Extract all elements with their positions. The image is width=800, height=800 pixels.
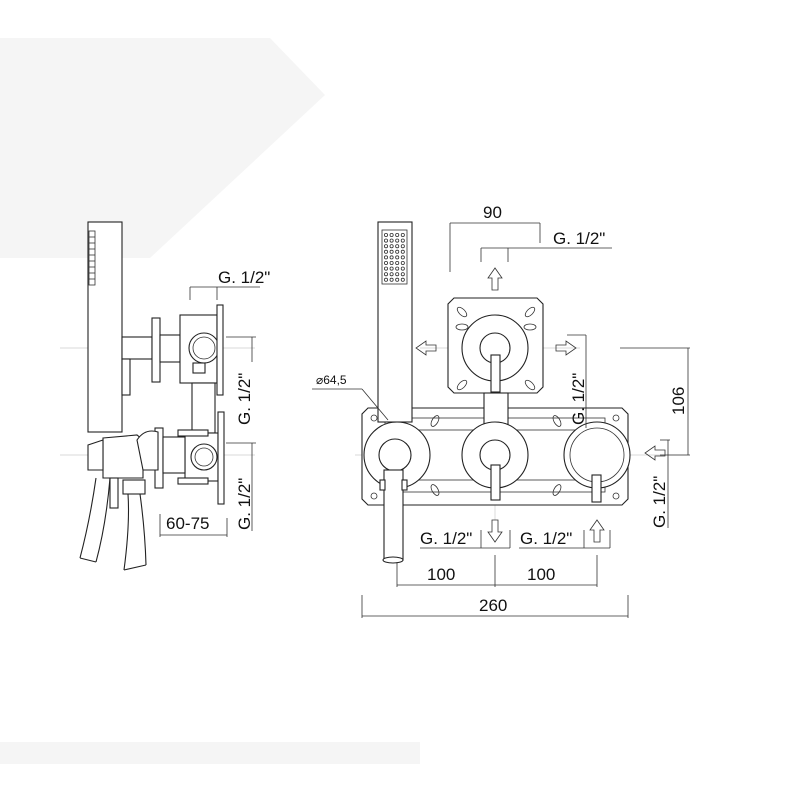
nozzle-dot [400, 272, 405, 277]
nozzle-dot [389, 277, 394, 282]
nozzle-dot [389, 260, 394, 265]
nozzle-dot [395, 249, 400, 254]
diverter-lever [490, 354, 501, 393]
nozzle-dot [395, 238, 400, 243]
nozzle-dot [400, 255, 405, 260]
nozzle-dot [395, 232, 400, 237]
side-connection-lower-label: G. 1/2" [235, 478, 254, 530]
nozzle-dot [395, 266, 400, 271]
nozzle-dot [395, 277, 400, 282]
nozzle-dot [383, 244, 388, 249]
nozzle-dot [400, 266, 405, 271]
front-connection-top-label: G. 1/2" [553, 229, 605, 248]
front-connection-right-lower-label: G. 1/2" [650, 476, 669, 528]
nozzle-dot [389, 272, 394, 277]
nozzle-dot [383, 232, 388, 237]
nozzle-dot [400, 238, 405, 243]
front-width-top-label: 90 [483, 203, 502, 222]
nozzle-dot [383, 238, 388, 243]
front-view [312, 221, 690, 618]
side-view [60, 221, 260, 571]
front-connection-right-upper-label: G. 1/2" [569, 373, 588, 425]
side-depth-range-label: 60-75 [166, 514, 209, 533]
nozzle-dot [389, 249, 394, 254]
nozzle-dot [395, 260, 400, 265]
nozzle-dot [383, 272, 388, 277]
nozzle-dot [400, 260, 405, 265]
front-connection-bottom-right-label: G. 1/2" [520, 529, 572, 548]
shutoff-lever [591, 474, 602, 503]
nozzle-dot [400, 249, 405, 254]
nozzle-dot [389, 266, 394, 271]
side-connection-top-label: G. 1/2" [218, 268, 270, 287]
nozzle-dot [389, 244, 394, 249]
nozzle-dot [395, 255, 400, 260]
spacing-right-label: 100 [527, 565, 555, 584]
background-bar [0, 742, 420, 764]
mixer-lever [490, 464, 501, 501]
front-height-offset-label: 106 [669, 387, 688, 415]
nozzle-dot [383, 260, 388, 265]
nozzle-dot [400, 244, 405, 249]
hand-shower-side [87, 221, 123, 433]
nozzle-dot [383, 277, 388, 282]
hand-shower-front [377, 221, 413, 423]
total-width-label: 260 [479, 596, 507, 615]
nozzle-dot [383, 255, 388, 260]
nozzle-dot [395, 272, 400, 277]
nozzle-dot [389, 232, 394, 237]
nozzle-dot [383, 249, 388, 254]
side-connection-upper-label: G. 1/2" [235, 373, 254, 425]
spacing-left-label: 100 [427, 565, 455, 584]
front-connection-bottom-left-label: G. 1/2" [420, 529, 472, 548]
nozzle-dot [400, 232, 405, 237]
nozzle-dot [395, 244, 400, 249]
nozzle-dot [389, 255, 394, 260]
nozzle-dot [383, 266, 388, 271]
background-shape [0, 38, 325, 258]
diameter-label: ⌀64,5 [316, 373, 347, 387]
nozzle-dot [389, 238, 394, 243]
nozzle-dot [400, 277, 405, 282]
